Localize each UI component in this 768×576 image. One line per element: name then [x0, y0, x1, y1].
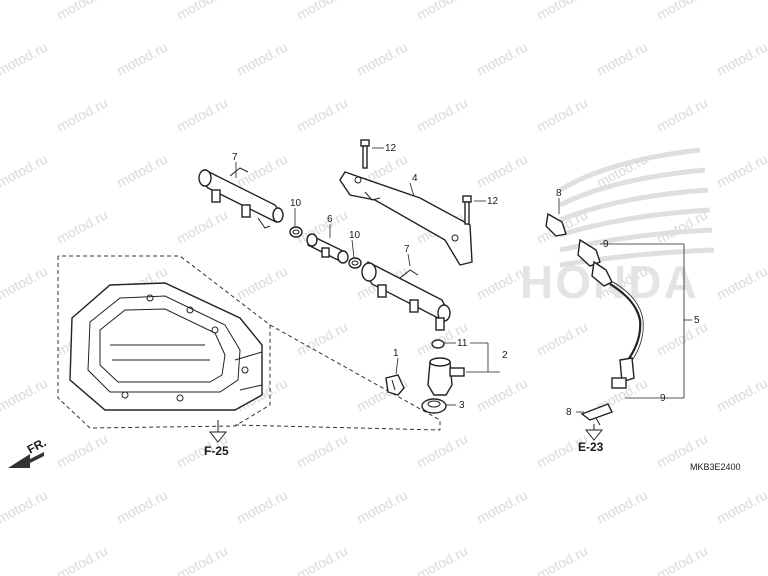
callout-3: 3	[459, 400, 465, 411]
watermark-text: motod.ru	[0, 39, 50, 79]
watermark-text: motod.ru	[654, 0, 710, 23]
front-direction-indicator: FR.	[8, 435, 48, 468]
callout-12-center: 12	[487, 196, 499, 207]
watermark-text: motod.ru	[414, 95, 470, 135]
front-direction-label: FR.	[25, 435, 49, 456]
watermark-text: motod.ru	[0, 151, 50, 191]
o-ring-part	[289, 226, 303, 238]
watermark-text: motod.ru	[414, 431, 470, 471]
watermark-text: motod.ru	[174, 95, 230, 135]
callout-4: 4	[412, 173, 418, 184]
watermark-text: motod.ru	[54, 431, 110, 471]
watermark-text: motod.ru	[174, 543, 230, 576]
callout-9-bottom: 9	[660, 393, 666, 404]
watermark-text: motod.ru	[174, 207, 230, 247]
callout-leaders	[235, 147, 692, 413]
watermark-text: motod.ru	[714, 375, 768, 415]
callout-5: 5	[694, 315, 700, 326]
watermark-text: motod.ru	[114, 151, 170, 191]
callout-1: 1	[393, 348, 399, 359]
watermark-text: motod.ru	[234, 263, 290, 303]
watermark-text: motod.ru	[714, 263, 768, 303]
watermark-text: motod.ru	[594, 487, 650, 527]
watermark-text: motod.ru	[414, 0, 470, 23]
seal-ring-part	[421, 398, 447, 414]
watermark-text: motod.ru	[534, 319, 590, 359]
watermark-text: motod.ru	[474, 487, 530, 527]
callout-7-center: 7	[404, 244, 410, 255]
callout-9-top: 9	[603, 239, 609, 250]
watermark-text: motod.ru	[294, 319, 350, 359]
watermark-text: motod.ru	[654, 319, 710, 359]
fuel-rail-part	[198, 167, 284, 229]
watermark-text: motod.ru	[0, 487, 50, 527]
joint-pipe-part	[306, 233, 349, 264]
watermark-text: motod.ru	[234, 151, 290, 191]
callout-12-top: 12	[385, 143, 397, 154]
watermark-text: motod.ru	[354, 487, 410, 527]
watermark-text: motod.ru	[534, 543, 590, 576]
callout-11: 11	[457, 338, 468, 349]
watermark-text: motod.ru	[474, 39, 530, 79]
reference-f25: F-25	[204, 420, 229, 458]
watermark-text: motod.ru	[54, 95, 110, 135]
watermark-text: motod.ru	[714, 151, 768, 191]
bolt-part	[462, 195, 472, 225]
callout-10-center: 10	[349, 230, 361, 241]
callout-6: 6	[327, 214, 333, 225]
intake-chamber-part	[69, 282, 263, 411]
watermark-text: motod.ru	[0, 375, 50, 415]
harness-clip-part	[580, 403, 613, 426]
watermark-text: motod.ru	[534, 0, 590, 23]
watermark-text: motod.ru	[234, 39, 290, 79]
watermark-text: motod.ru	[294, 95, 350, 135]
watermark-text: motod.ru	[354, 375, 410, 415]
watermark-text: motod.ru	[654, 543, 710, 576]
watermark-text: motod.ru	[114, 487, 170, 527]
honda-logo-watermark: HONDA	[520, 147, 715, 308]
diagram-code: MKB3E2400	[690, 462, 741, 472]
callout-numbers: 7 10 6 10 12 4 12 7 11 2 1 3 8 9 5 9 8	[232, 143, 700, 418]
fuel-rail-part	[361, 261, 451, 331]
reference-e23: E-23	[578, 424, 604, 454]
watermark-text: motod.ru	[534, 95, 590, 135]
watermark-text: motod.ru	[294, 0, 350, 23]
watermark-text: motod.ru	[474, 375, 530, 415]
watermark-text: motod.ru	[234, 487, 290, 527]
watermark-text: motod.ru	[714, 487, 768, 527]
o-ring-part	[348, 257, 362, 269]
callout-2: 2	[502, 350, 508, 361]
watermark-text: motod.ru	[294, 431, 350, 471]
watermark-text: motod.ru	[54, 543, 110, 576]
watermark-text: motod.ru	[474, 151, 530, 191]
watermark-text: motod.ru	[714, 39, 768, 79]
reference-e23-label: E-23	[578, 440, 604, 454]
watermark-text: motod.ru	[54, 207, 110, 247]
intake-group-outline	[57, 255, 441, 431]
callout-8-top: 8	[556, 188, 562, 199]
watermark-text: motod.ru	[174, 0, 230, 23]
callout-7-top: 7	[232, 152, 238, 163]
watermark-text: motod.ru	[0, 263, 50, 303]
callout-10-top: 10	[290, 198, 302, 209]
watermark-text: motod.ru	[114, 39, 170, 79]
watermark-text: motod.ru	[354, 39, 410, 79]
fuel-injector-part	[427, 339, 465, 396]
watermark-text: motod.ru	[414, 543, 470, 576]
sub-harness-part	[545, 212, 644, 389]
watermark-text: motod.ru	[54, 0, 110, 23]
injector-clip-part	[385, 374, 405, 396]
watermark-text: motod.ru	[594, 39, 650, 79]
reference-f25-label: F-25	[204, 444, 229, 458]
watermark-text: motod.ru	[294, 543, 350, 576]
callout-8-bottom: 8	[566, 407, 572, 418]
watermark-text: motod.ru	[654, 95, 710, 135]
bolt-part	[360, 139, 370, 169]
bracket-part	[339, 171, 473, 266]
